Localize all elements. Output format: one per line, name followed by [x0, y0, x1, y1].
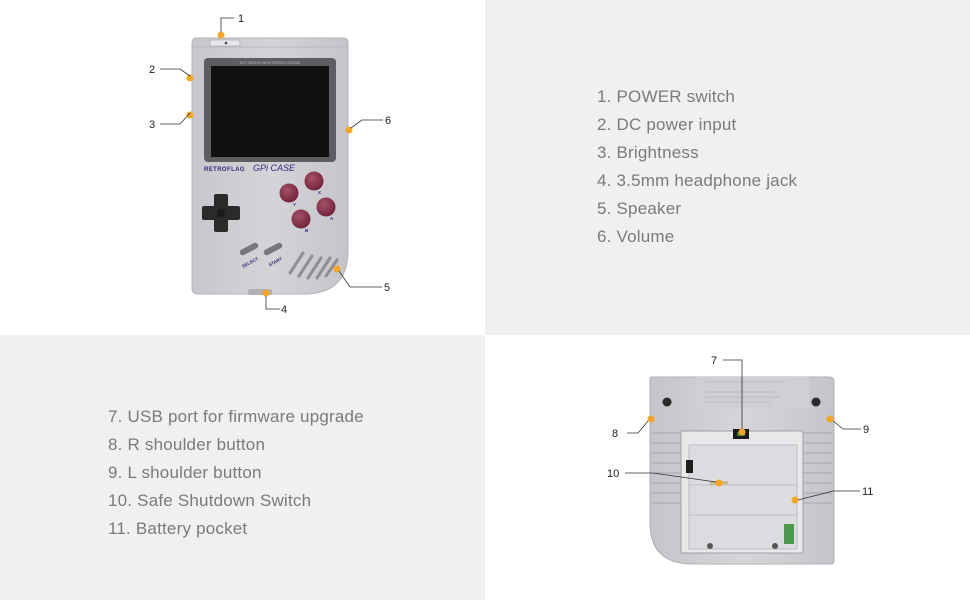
- callout-1: 1: [238, 13, 244, 25]
- callout-5: 5: [384, 282, 390, 294]
- callout-8: 8: [612, 428, 618, 440]
- feature-item: 9. L shoulder button: [108, 463, 262, 482]
- button-a-label: A: [330, 216, 334, 221]
- back-feature-list: 7. USB port for firmware upgrade 8. R sh…: [108, 403, 364, 543]
- callout-9: 9: [863, 424, 869, 436]
- callout-6: 6: [385, 115, 391, 127]
- feature-item: 2. DC power input: [597, 115, 737, 134]
- callout-lines: [160, 17, 383, 310]
- button-x-label: X: [318, 190, 321, 195]
- back-features-panel: 7. USB port for firmware upgrade 8. R sh…: [0, 335, 485, 600]
- button-y-label: Y: [293, 202, 296, 207]
- callout-3: 3: [149, 119, 155, 131]
- feature-item: 5. Speaker: [597, 199, 682, 218]
- speaker-grille: [288, 251, 339, 280]
- start-button[interactable]: [263, 242, 283, 257]
- front-device-illustration: DOT MATRIX WITH STEREO SOUND RETROFLAG G…: [149, 13, 391, 316]
- feature-item: 10. Safe Shutdown Switch: [108, 491, 312, 510]
- button-b-label: B: [305, 228, 309, 233]
- start-label: START: [268, 256, 284, 267]
- feature-item: 4. 3.5mm headphone jack: [597, 171, 798, 190]
- front-feature-list: 1. POWER switch 2. DC power input 3. Bri…: [597, 83, 797, 251]
- feature-item: 6. Volume: [597, 227, 675, 246]
- dpad[interactable]: [202, 194, 240, 232]
- button-y[interactable]: [279, 183, 299, 203]
- front-device-panel: DOT MATRIX WITH STEREO SOUND RETROFLAG G…: [0, 0, 485, 335]
- safe-shutdown-switch[interactable]: [686, 460, 693, 473]
- screw-left: [662, 397, 672, 407]
- lcd-screen: [211, 66, 329, 157]
- button-a[interactable]: [316, 197, 336, 217]
- svg-text:DOT MATRIX WITH STEREO SOUND: DOT MATRIX WITH STEREO SOUND: [240, 61, 301, 65]
- back-callout-lines: [625, 359, 861, 501]
- callout-7: 7: [711, 355, 717, 367]
- callout-2: 2: [149, 64, 155, 76]
- callout-11: 11: [862, 486, 873, 498]
- callout-4: 4: [281, 304, 287, 316]
- model-logo: GPi CASE: [253, 163, 296, 173]
- brand-logo: RETROFLAG: [204, 167, 245, 173]
- select-button[interactable]: [239, 242, 259, 257]
- back-device-illustration: 7 8 9 10 11: [607, 355, 873, 565]
- callout-dots: [186, 31, 353, 297]
- button-b[interactable]: [291, 209, 311, 229]
- button-x[interactable]: [304, 171, 324, 191]
- front-features-panel: 1. POWER switch 2. DC power input 3. Bri…: [485, 0, 970, 335]
- feature-item: 7. USB port for firmware upgrade: [108, 407, 364, 426]
- screw-right: [811, 397, 821, 407]
- callout-10: 10: [607, 468, 619, 480]
- back-callout-dots: [647, 415, 834, 504]
- feature-item: 8. R shoulder button: [108, 435, 266, 454]
- back-device-panel: 7 8 9 10 11: [485, 335, 970, 600]
- feature-item: 3. Brightness: [597, 143, 699, 162]
- battery-connector: [784, 524, 794, 544]
- feature-item: 11. Battery pocket: [108, 519, 248, 538]
- feature-item: 1. POWER switch: [597, 87, 736, 106]
